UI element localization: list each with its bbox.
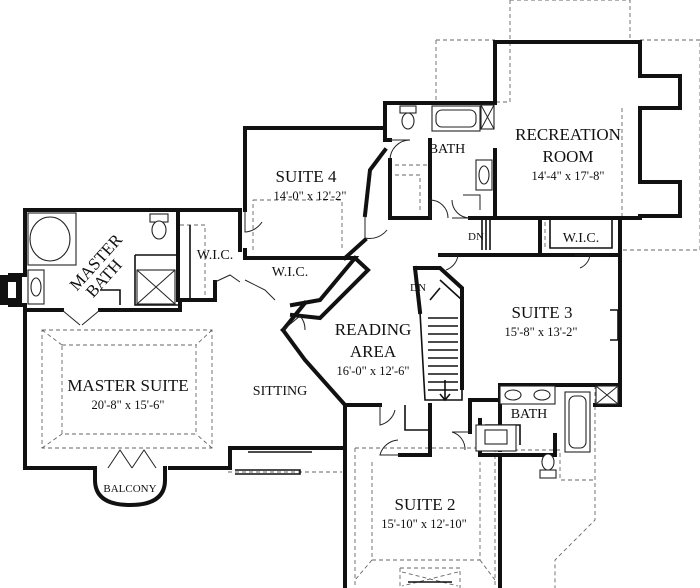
bath-upper-name: BATH <box>429 142 466 157</box>
sitting-name: SITTING <box>253 384 307 399</box>
reading-area-dims: 16'-0" x 12'-6" <box>336 364 409 378</box>
suite-4-name: SUITE 4 <box>276 167 337 186</box>
wic-3-name: W.I.C. <box>563 231 599 246</box>
master-suite-dims: 20'-8" x 15'-6" <box>91 398 164 412</box>
balcony-name: BALCONY <box>103 483 156 495</box>
suite-4-dims: 14'-0" x 12'-2" <box>273 189 346 203</box>
dn-upper: DN <box>468 231 484 243</box>
suite-2-name: SUITE 2 <box>395 495 456 514</box>
suite-2-dims: 15'-10" x 12'-10" <box>381 517 467 531</box>
suite-3-name: SUITE 3 <box>512 303 573 322</box>
dn-stair: DN <box>410 282 426 294</box>
recreation-room-name-1: RECREATION <box>515 125 621 144</box>
bath-lower-name: BATH <box>511 407 548 422</box>
suite-3-dims: 15'-8" x 13'-2" <box>504 325 577 339</box>
reading-area-name-2: AREA <box>350 342 397 361</box>
reading-area-name-1: READING <box>335 320 412 339</box>
fixtures <box>0 104 619 479</box>
recreation-room-dims: 14'-4" x 17'-8" <box>531 169 604 183</box>
doors <box>61 139 591 456</box>
roof-outlines <box>41 0 700 588</box>
walls <box>8 40 682 588</box>
stairs <box>419 218 491 402</box>
wic-1-name: W.I.C. <box>197 248 233 263</box>
master-suite-name: MASTER SUITE <box>67 376 188 395</box>
wic-2-name: W.I.C. <box>272 265 308 280</box>
recreation-room-name-2: ROOM <box>542 147 593 166</box>
balcony <box>93 449 167 508</box>
windows <box>235 447 452 583</box>
